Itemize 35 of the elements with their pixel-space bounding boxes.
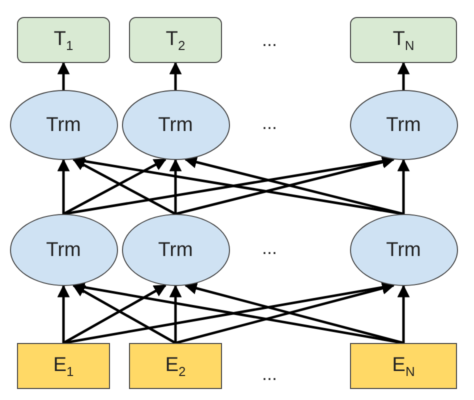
node-label: Trm	[46, 238, 81, 262]
ellipsis-label: ...	[262, 113, 278, 134]
embedding-box	[350, 343, 457, 389]
arrow	[397, 62, 410, 90]
arrow	[72, 284, 176, 344]
node-label: Trm	[158, 238, 193, 262]
node-label: Trm	[386, 238, 421, 262]
arrow	[397, 158, 410, 214]
arrow	[72, 158, 176, 216]
arrow	[57, 62, 70, 90]
arrow	[169, 62, 182, 90]
output-box	[17, 17, 110, 63]
arrow	[169, 158, 182, 214]
arrow	[57, 284, 70, 343]
output-box	[350, 17, 457, 63]
ellipsis-label: ...	[262, 30, 278, 51]
ellipsis-label: ...	[262, 238, 278, 259]
node-label: E$_{1}$	[53, 354, 74, 378]
arrow	[62, 284, 167, 344]
node-label: E$_{N}$	[392, 354, 415, 378]
node-label: T$_{2}$	[166, 28, 186, 52]
output-box	[129, 17, 222, 63]
node-label: Trm	[386, 114, 421, 136]
node-label: Trm	[46, 114, 81, 136]
arrow	[169, 284, 182, 343]
node-label: E$_{2}$	[165, 354, 186, 378]
node-label: T$_{1}$	[54, 28, 74, 52]
arrow	[57, 158, 70, 214]
ellipsis-label: ...	[262, 364, 278, 385]
arrow	[397, 284, 410, 343]
embedding-box	[129, 343, 222, 389]
node-label: T$_{N}$	[392, 28, 414, 52]
node-label: Trm	[158, 114, 193, 136]
arrow	[62, 158, 167, 216]
embedding-box	[17, 343, 110, 389]
